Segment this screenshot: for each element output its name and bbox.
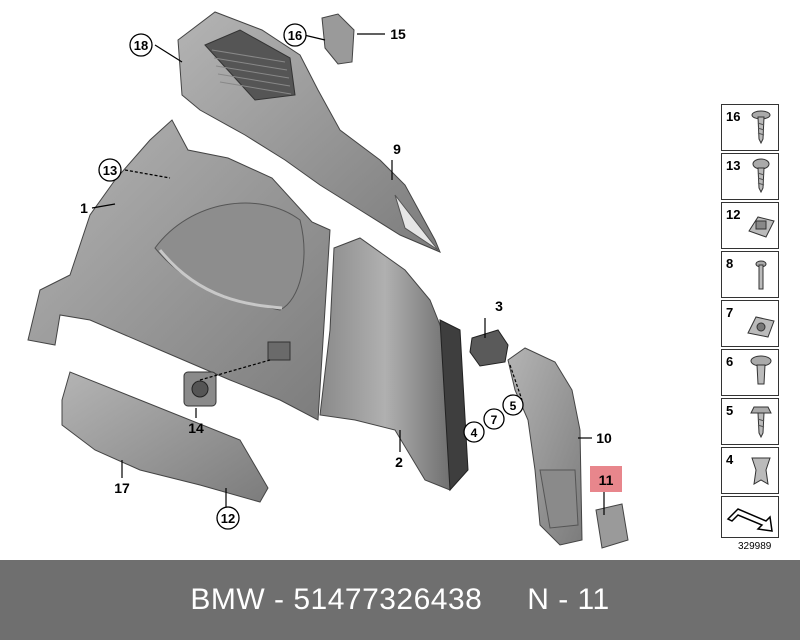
callout-16: 16 [288,28,302,43]
callout-4: 4 [471,426,478,440]
callout-15: 15 [390,26,406,42]
legend-num: 4 [726,452,734,467]
callout-10: 10 [596,430,612,446]
callout-12: 12 [221,511,235,526]
clip-nut-icon [747,316,775,338]
rivet-icon [755,260,767,290]
diagram-position: N - 11 [527,583,610,616]
direction-arrow-icon [726,508,773,532]
callout-7: 7 [491,413,498,427]
callout-18: 18 [134,38,148,53]
legend-item-5: 5 [721,398,779,445]
part-17-sill-strip [61,371,269,503]
screw-icon [752,158,770,194]
circled-callouts [98,23,524,530]
brand-name: BMW [190,583,266,616]
part-14-cap [183,371,217,407]
expansion-rivet-icon [750,355,772,385]
legend-item-13: 13 [721,153,779,200]
part-9-upper-trim [177,11,441,253]
callout-2: 2 [395,454,403,470]
clip-nut-icon [748,216,775,238]
part-10-pillar-trim [507,347,583,546]
legend-num: 7 [726,305,734,320]
legend-arrow-item [721,496,779,538]
callout-5: 5 [510,399,517,413]
legend-item-8: 8 [721,251,779,298]
spring-nut-icon [751,457,771,485]
callout-1: 1 [80,200,88,216]
footer-bar: BMW - 51477326438 N - 11 [0,560,800,640]
highlight-box-11 [590,466,622,492]
callout-14: 14 [188,420,204,436]
diagram-reference-number: 329989 [738,541,772,552]
legend-item-16: 16 [721,104,779,151]
part-15-bracket [321,13,355,65]
part-3-connector [469,329,509,367]
footer-text: BMW - 51477326438 N - 11 [0,560,800,640]
legend-item-6: 6 [721,349,779,396]
legend-item-7: 7 [721,300,779,347]
callout-11: 11 [599,472,614,488]
separator: - [273,583,285,616]
screw-icon [751,110,771,145]
callout-13: 13 [103,163,117,178]
legend-num: 16 [726,109,741,124]
legend-item-12: 12 [721,202,779,249]
callout-9: 9 [393,141,401,157]
legend-num: 12 [726,207,741,222]
parts-diagram: 18 16 15 9 13 1 14 17 12 2 3 4 7 5 10 11 [27,11,629,549]
callout-17: 17 [114,480,130,496]
legend-num: 5 [726,403,734,418]
legend-num: 6 [726,354,734,369]
part-number: 51477326438 [293,583,483,616]
leader-lines [91,33,605,515]
part-2-rear-panel [319,237,469,492]
part-11-piece [595,503,629,549]
legend-num: 8 [726,256,734,271]
legend-item-4: 4 [721,447,779,494]
hex-screw-icon [750,406,772,439]
fastener-legend: 16 13 12 8 7 6 5 4 [721,104,779,538]
callout-3: 3 [495,298,503,314]
legend-num: 13 [726,158,741,173]
part-1-side-panel [27,119,331,421]
